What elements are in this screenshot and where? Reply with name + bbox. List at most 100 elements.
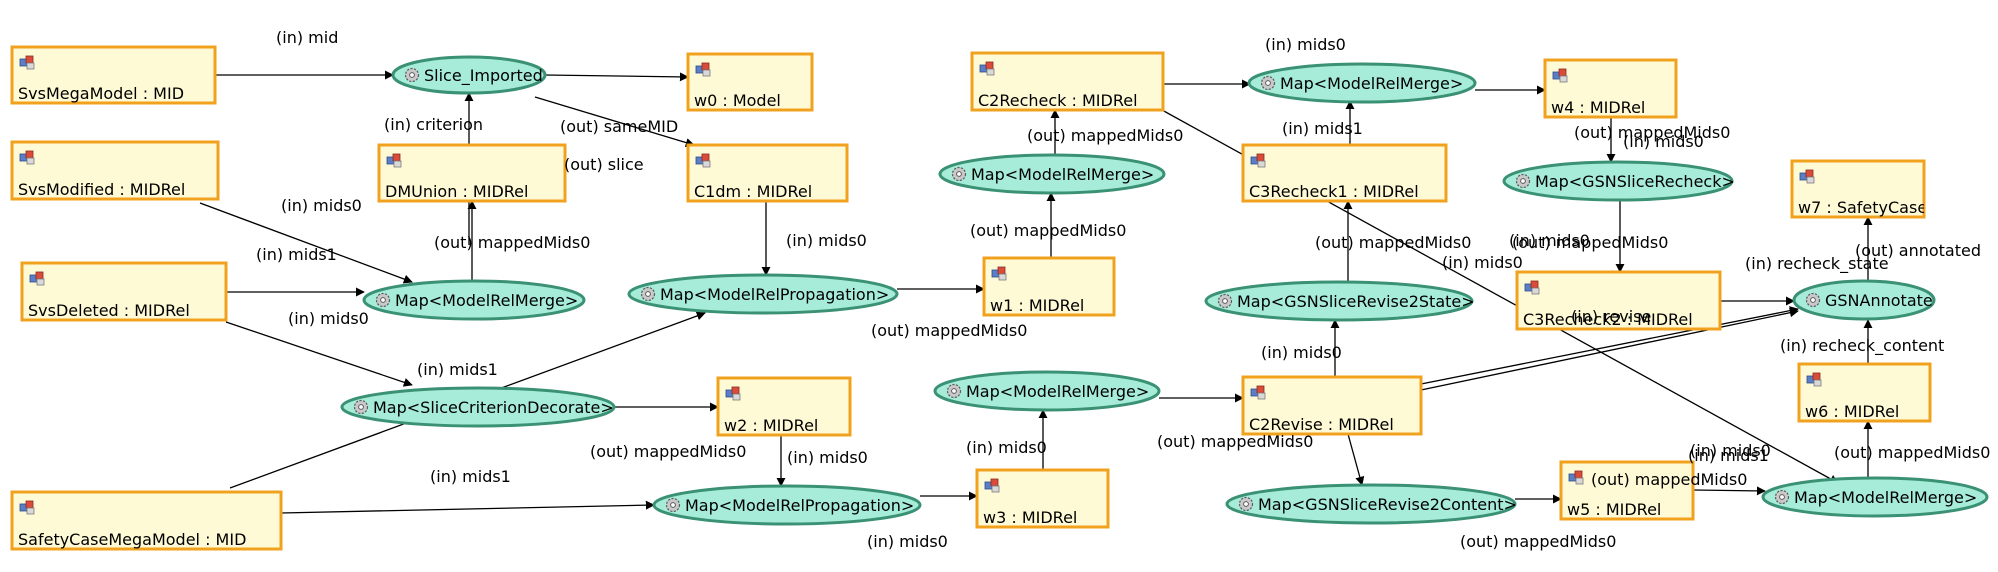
operator-node-mrm5[interactable]: Map<ModelRelMerge>	[1761, 476, 1989, 518]
model-node-c3recheck2[interactable]: C3Recheck2 : MIDRel	[1515, 270, 1722, 331]
edge-label: (in) mids0	[867, 532, 948, 551]
edge-arrow	[1420, 308, 1799, 391]
edge-label: (out) mappedMids0	[871, 321, 1027, 340]
gear-icon	[951, 166, 967, 182]
model-icon	[979, 61, 995, 76]
operator-label: Map<ModelRelMerge>	[1280, 74, 1463, 93]
model-node-c3recheck1[interactable]: C3Recheck1 : MIDRel	[1241, 143, 1448, 203]
operator-ellipse	[1792, 279, 1936, 321]
edge-label: (in) recheck_state	[1745, 254, 1889, 274]
gear-icon	[946, 383, 962, 399]
gear-icon	[404, 67, 420, 83]
model-box	[10, 45, 217, 105]
model-node-svsmod[interactable]: SvsModified : MIDRel	[10, 140, 220, 201]
model-box	[10, 140, 220, 201]
model-icon	[19, 150, 35, 165]
operator-label: Map<ModelRelMerge>	[395, 291, 578, 310]
edge-label: (in) mids1	[417, 360, 498, 379]
operator-node-mrp2[interactable]: Map<ModelRelPropagation>	[652, 484, 922, 526]
model-label: C1dm : MIDRel	[694, 182, 812, 201]
operator-label: Map<ModelRelMerge>	[971, 165, 1154, 184]
edge-label: (in) mid	[276, 28, 338, 47]
model-box	[1515, 270, 1722, 331]
model-icon	[1250, 385, 1266, 400]
model-node-w5[interactable]: w5 : MIDRel	[1559, 460, 1695, 521]
gear-icon	[1238, 496, 1254, 512]
edge-arrow	[544, 72, 689, 82]
operator-node-gsr2c[interactable]: Map<GSNSliceRevise2Content>	[1225, 483, 1517, 525]
edge-arrow	[1692, 486, 1766, 496]
gear-icon	[375, 292, 391, 308]
operator-node-scd[interactable]: Map<SliceCriterionDecorate>	[340, 386, 616, 428]
model-box	[10, 490, 283, 551]
operator-ellipse	[1225, 483, 1517, 525]
model-icon	[1524, 280, 1540, 295]
model-label: SvsModified : MIDRel	[18, 180, 185, 199]
model-icon	[29, 271, 45, 286]
model-box	[1241, 143, 1448, 203]
model-box	[686, 143, 849, 203]
operator-node-gsr2s[interactable]: Map<GSNSliceRevise2State>	[1204, 280, 1475, 322]
model-node-svsdel[interactable]: SvsDeleted : MIDRel	[20, 261, 228, 322]
operator-node-slice[interactable]: Slice_Imported	[391, 55, 547, 95]
edge-label: (out) mappedMids0	[970, 221, 1126, 240]
edges-layer	[199, 70, 1873, 514]
edge-label: (out) mappedMids0	[1574, 123, 1730, 142]
model-label: w0 : Model	[694, 91, 781, 110]
model-node-safetymega[interactable]: SafetyCaseMegaModel : MID	[10, 490, 283, 551]
model-label: SvsMegaModel : MID	[18, 84, 184, 103]
model-node-w6[interactable]: w6 : MIDRel	[1797, 362, 1932, 423]
model-box	[716, 376, 852, 437]
model-icon	[1568, 470, 1584, 485]
model-label: SafetyCaseMegaModel : MID	[18, 530, 246, 549]
model-label: DMUnion : MIDRel	[385, 182, 528, 201]
operator-ellipse	[652, 484, 922, 526]
gear-icon	[1260, 75, 1276, 91]
model-icon	[695, 62, 711, 77]
model-node-c2recheck[interactable]: C2Recheck : MIDRel	[970, 51, 1165, 112]
model-node-w1[interactable]: w1 : MIDRel	[982, 256, 1116, 317]
model-node-c2revise[interactable]: C2Revise : MIDRel	[1241, 375, 1423, 436]
gear-icon	[665, 497, 681, 513]
model-icon	[725, 386, 741, 401]
edge-arrow	[534, 96, 695, 147]
operator-node-gsnannotate[interactable]: GSNAnnotate	[1792, 279, 1936, 321]
model-node-w2[interactable]: w2 : MIDRel	[716, 376, 852, 437]
operator-node-mrp1[interactable]: Map<ModelRelPropagation>	[627, 273, 899, 315]
model-label: w1 : MIDRel	[990, 296, 1084, 315]
operator-node-mrm3[interactable]: Map<ModelRelMerge>	[933, 370, 1161, 412]
model-node-c1dm[interactable]: C1dm : MIDRel	[686, 143, 849, 203]
operator-node-mrm1[interactable]: Map<ModelRelMerge>	[362, 279, 586, 321]
operator-label: GSNAnnotate	[1825, 291, 1933, 310]
edge-label: (in) recheck_content	[1780, 336, 1944, 356]
model-node-dmunion[interactable]: DMUnion : MIDRel	[377, 143, 567, 203]
operator-label: Map<ModelRelPropagation>	[685, 496, 914, 515]
edge-label: (out) mappedMids0	[1315, 233, 1471, 252]
edge-label: (in) mids1	[430, 467, 511, 486]
operator-node-mrm4[interactable]: Map<ModelRelMerge>	[1247, 62, 1477, 104]
model-node-w4[interactable]: w4 : MIDRel	[1543, 58, 1678, 119]
model-box	[377, 143, 567, 203]
edge-arrow	[225, 321, 413, 387]
model-node-w3[interactable]: w3 : MIDRel	[975, 468, 1110, 529]
model-label: w4 : MIDRel	[1551, 98, 1645, 117]
operator-ellipse	[340, 386, 616, 428]
model-node-svsmega[interactable]: SvsMegaModel : MID	[10, 45, 217, 105]
model-label: w2 : MIDRel	[724, 416, 818, 435]
operator-label: Map<GSNSliceRevise2Content>	[1258, 495, 1517, 514]
operator-node-gsrecheck[interactable]: Map<GSNSliceRecheck>	[1502, 160, 1735, 202]
edge-arrow	[1420, 306, 1799, 385]
operator-ellipse	[391, 55, 547, 95]
model-label: w7 : SafetyCase	[1798, 198, 1927, 217]
edge-label: (in) revise	[1571, 307, 1651, 326]
model-node-w0[interactable]: w0 : Model	[686, 52, 814, 112]
operator-ellipse	[1204, 280, 1474, 322]
model-label: C3Recheck2 : MIDRel	[1523, 310, 1693, 329]
edge-label: (in) mids0	[966, 438, 1047, 457]
gear-icon	[1217, 293, 1233, 309]
operator-label: Map<ModelRelMerge>	[966, 382, 1149, 401]
model-node-w7[interactable]: w7 : SafetyCase	[1790, 159, 1927, 219]
operator-node-mrm2[interactable]: Map<ModelRelMerge>	[938, 153, 1166, 195]
model-box	[1543, 58, 1678, 119]
operator-ellipse	[1502, 160, 1734, 202]
